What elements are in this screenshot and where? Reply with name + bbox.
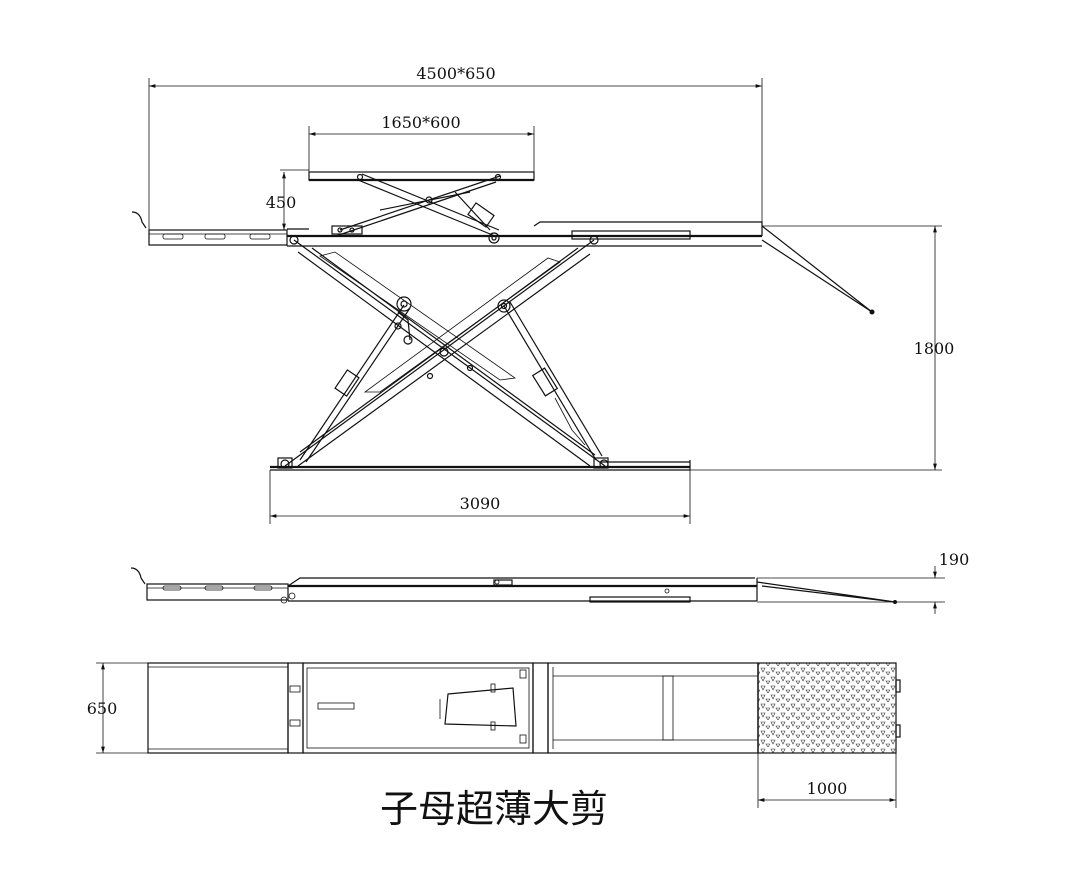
closed-height-label: 190	[939, 550, 970, 569]
ramp-treadplate	[757, 662, 897, 754]
base-length-label: 3090	[460, 494, 501, 513]
drawing-title: 子母超薄大剪	[380, 787, 608, 831]
lift-height-label: 1800	[914, 339, 955, 358]
main-scissor-arms	[280, 235, 609, 469]
overall-length-label: 4500*650	[416, 64, 495, 83]
sub-platform-label: 1650*600	[381, 113, 460, 132]
ramp-length-label: 1000	[807, 779, 848, 798]
sub-lift-height-label: 450	[266, 193, 297, 212]
elevation-raised-view: 4500*650 1650*600 450	[131, 64, 955, 524]
plan-view: 650 1000	[87, 662, 901, 808]
main-deck	[131, 211, 875, 315]
dimension-ramp-length: 1000	[757, 753, 897, 808]
dimension-width: 650	[87, 662, 148, 754]
dimension-sub-lift-height: 450	[266, 169, 309, 230]
dimension-closed-height: 190	[757, 550, 969, 614]
dimension-overall-length: 4500*650	[148, 64, 763, 230]
dimension-lift-height: 1800	[690, 225, 955, 471]
dimension-base-length: 3090	[269, 470, 691, 524]
dimension-sub-platform: 1650*600	[308, 113, 535, 172]
width-label: 650	[87, 699, 118, 718]
sub-platform	[308, 171, 535, 244]
base-frame	[270, 457, 691, 471]
closed-side-view: 190	[130, 550, 969, 614]
